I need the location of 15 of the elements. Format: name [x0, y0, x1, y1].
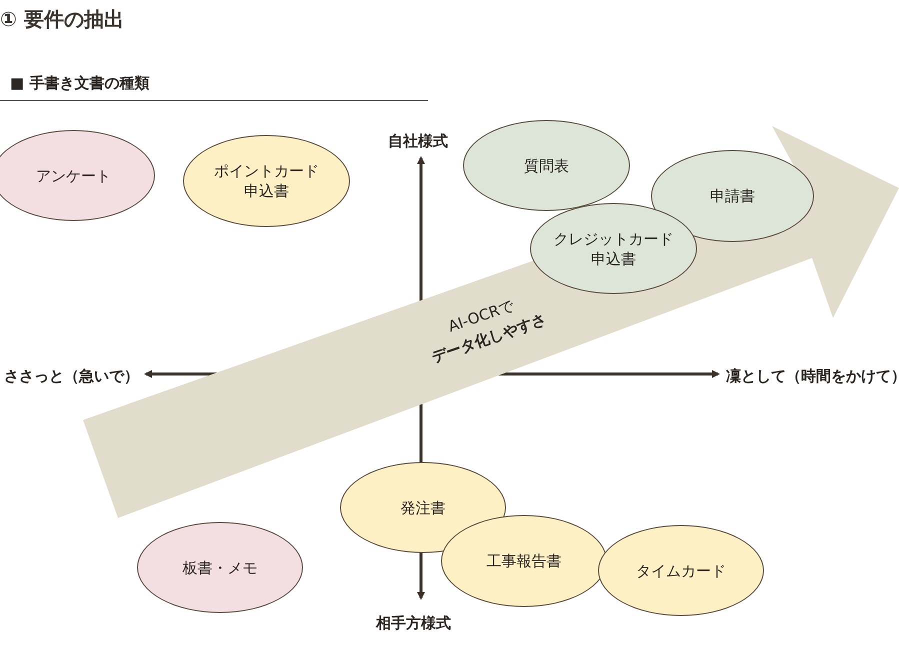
axis-label: 相手方様式: [376, 613, 451, 634]
section-heading: ■ 手書き文書の種類: [10, 73, 150, 94]
ellipse-label: 質問表: [523, 156, 570, 176]
ellipse-label: 工事報告書: [486, 551, 562, 571]
ellipse-label: アンケート: [35, 166, 112, 186]
axis-label: 自社様式: [388, 131, 448, 152]
title: ① 要件の抽出: [0, 6, 124, 33]
ellipse-label: ポイントカード申込書: [213, 161, 320, 201]
ellipse-label: クレジットカード申込書: [552, 228, 674, 268]
ellipse-label: 発注書: [400, 498, 446, 518]
ellipse-label: 板書・メモ: [182, 558, 258, 578]
ellipse-label: 申請書: [709, 186, 756, 206]
axis-label: 凜として（時間をかけて）: [726, 366, 899, 387]
axis-label: ささっと（急いで）: [4, 366, 139, 387]
ellipse-label: タイムカード: [635, 560, 727, 580]
